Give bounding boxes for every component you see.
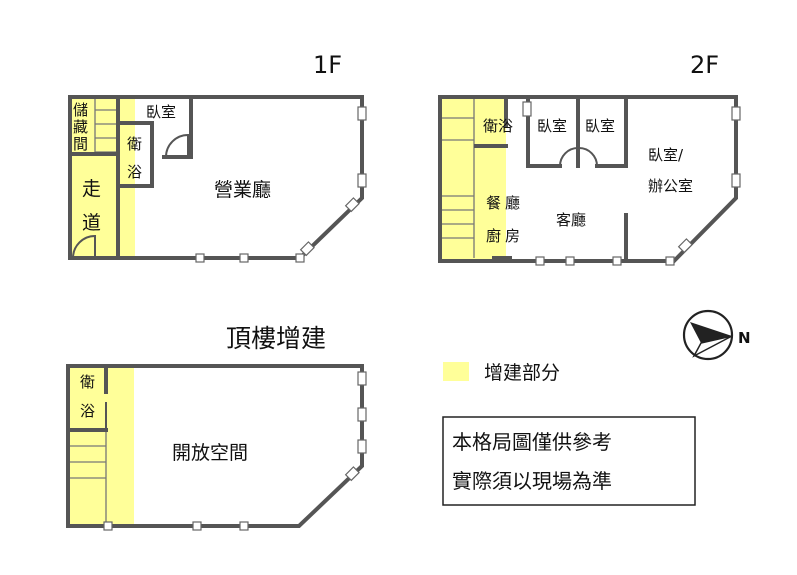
room-label-kitchen-dining: 房 [505, 227, 520, 245]
windows-roof [103, 371, 367, 531]
exterior-wall-roof [66, 364, 364, 528]
compass: N [682, 309, 751, 361]
room-label-storage: 間 [73, 135, 88, 153]
room-label-kitchen-dining: 廚 [486, 227, 501, 245]
room-label-bedroom: 臥室 [585, 117, 615, 135]
note-line-1: 本格局圖僅供參考 [452, 430, 612, 454]
windows-2f [535, 106, 741, 266]
exterior-wall-1f [68, 95, 364, 260]
room-label-bedroom: 臥室 [146, 103, 176, 121]
room-label-living-room: 客廳 [556, 211, 586, 229]
room-label-bath: 衛 [127, 135, 142, 153]
note-box [442, 416, 696, 506]
room-label-hallway: 走 [82, 178, 101, 200]
disclaimer-note: 本格局圖僅供參考 實際須以現場為準 [442, 416, 696, 506]
legend-label: 增建部分 [484, 362, 560, 384]
door-bedroom-2f [578, 147, 598, 167]
room-label-bath: 浴 [127, 163, 142, 181]
floor-title-2f: 2F [690, 51, 719, 79]
legend: 增建部分 [443, 362, 560, 384]
floor-title-1f: 1F [313, 51, 342, 79]
addition-area-2f [440, 97, 506, 261]
stairs-roof [68, 430, 107, 526]
room-label-bath: 衛 [80, 373, 95, 391]
note-line-2: 實際須以現場為準 [452, 469, 612, 493]
room-label-bedroom: 臥室 [537, 117, 567, 135]
stairs-2f [440, 97, 475, 258]
door-hallway-1f [72, 234, 96, 259]
door-bath-2f [522, 101, 532, 117]
floor-title-roof: 頂樓增建 [226, 324, 326, 353]
room-label-business-hall: 營業廳 [214, 179, 271, 201]
door-bedroom-2f [559, 146, 579, 167]
floor-plan-roof: 頂樓增建 衛 浴 開放空間 [66, 324, 367, 531]
door-bedroom-1f [165, 133, 189, 158]
room-label-office: 臥室/ [648, 146, 684, 164]
compass-arrow-icon [692, 335, 733, 358]
room-label-storage: 藏 [73, 118, 88, 136]
room-label-bath: 浴 [80, 402, 95, 420]
compass-label: N [738, 329, 751, 347]
floor-plan-2f: 2F 衛浴 臥室 臥室 臥室/ 辦公室 餐 廚 廳 房 客廳 [438, 51, 741, 266]
floor-plan-1f: 1F 儲 藏 間 臥室 衛 浴 走 道 營業廳 [68, 51, 367, 263]
stairs-1f [94, 97, 118, 153]
room-label-kitchen-dining: 餐 [486, 194, 501, 212]
room-label-office: 辦公室 [648, 177, 693, 195]
exterior-wall-2f [438, 95, 738, 263]
windows-1f [195, 106, 367, 263]
room-label-open-space: 開放空間 [172, 442, 248, 464]
room-label-kitchen-dining: 廳 [505, 194, 520, 212]
legend-swatch [443, 362, 469, 381]
room-label-storage: 儲 [73, 101, 88, 119]
room-label-hallway: 道 [82, 212, 101, 234]
room-label-bath: 衛浴 [483, 117, 513, 135]
